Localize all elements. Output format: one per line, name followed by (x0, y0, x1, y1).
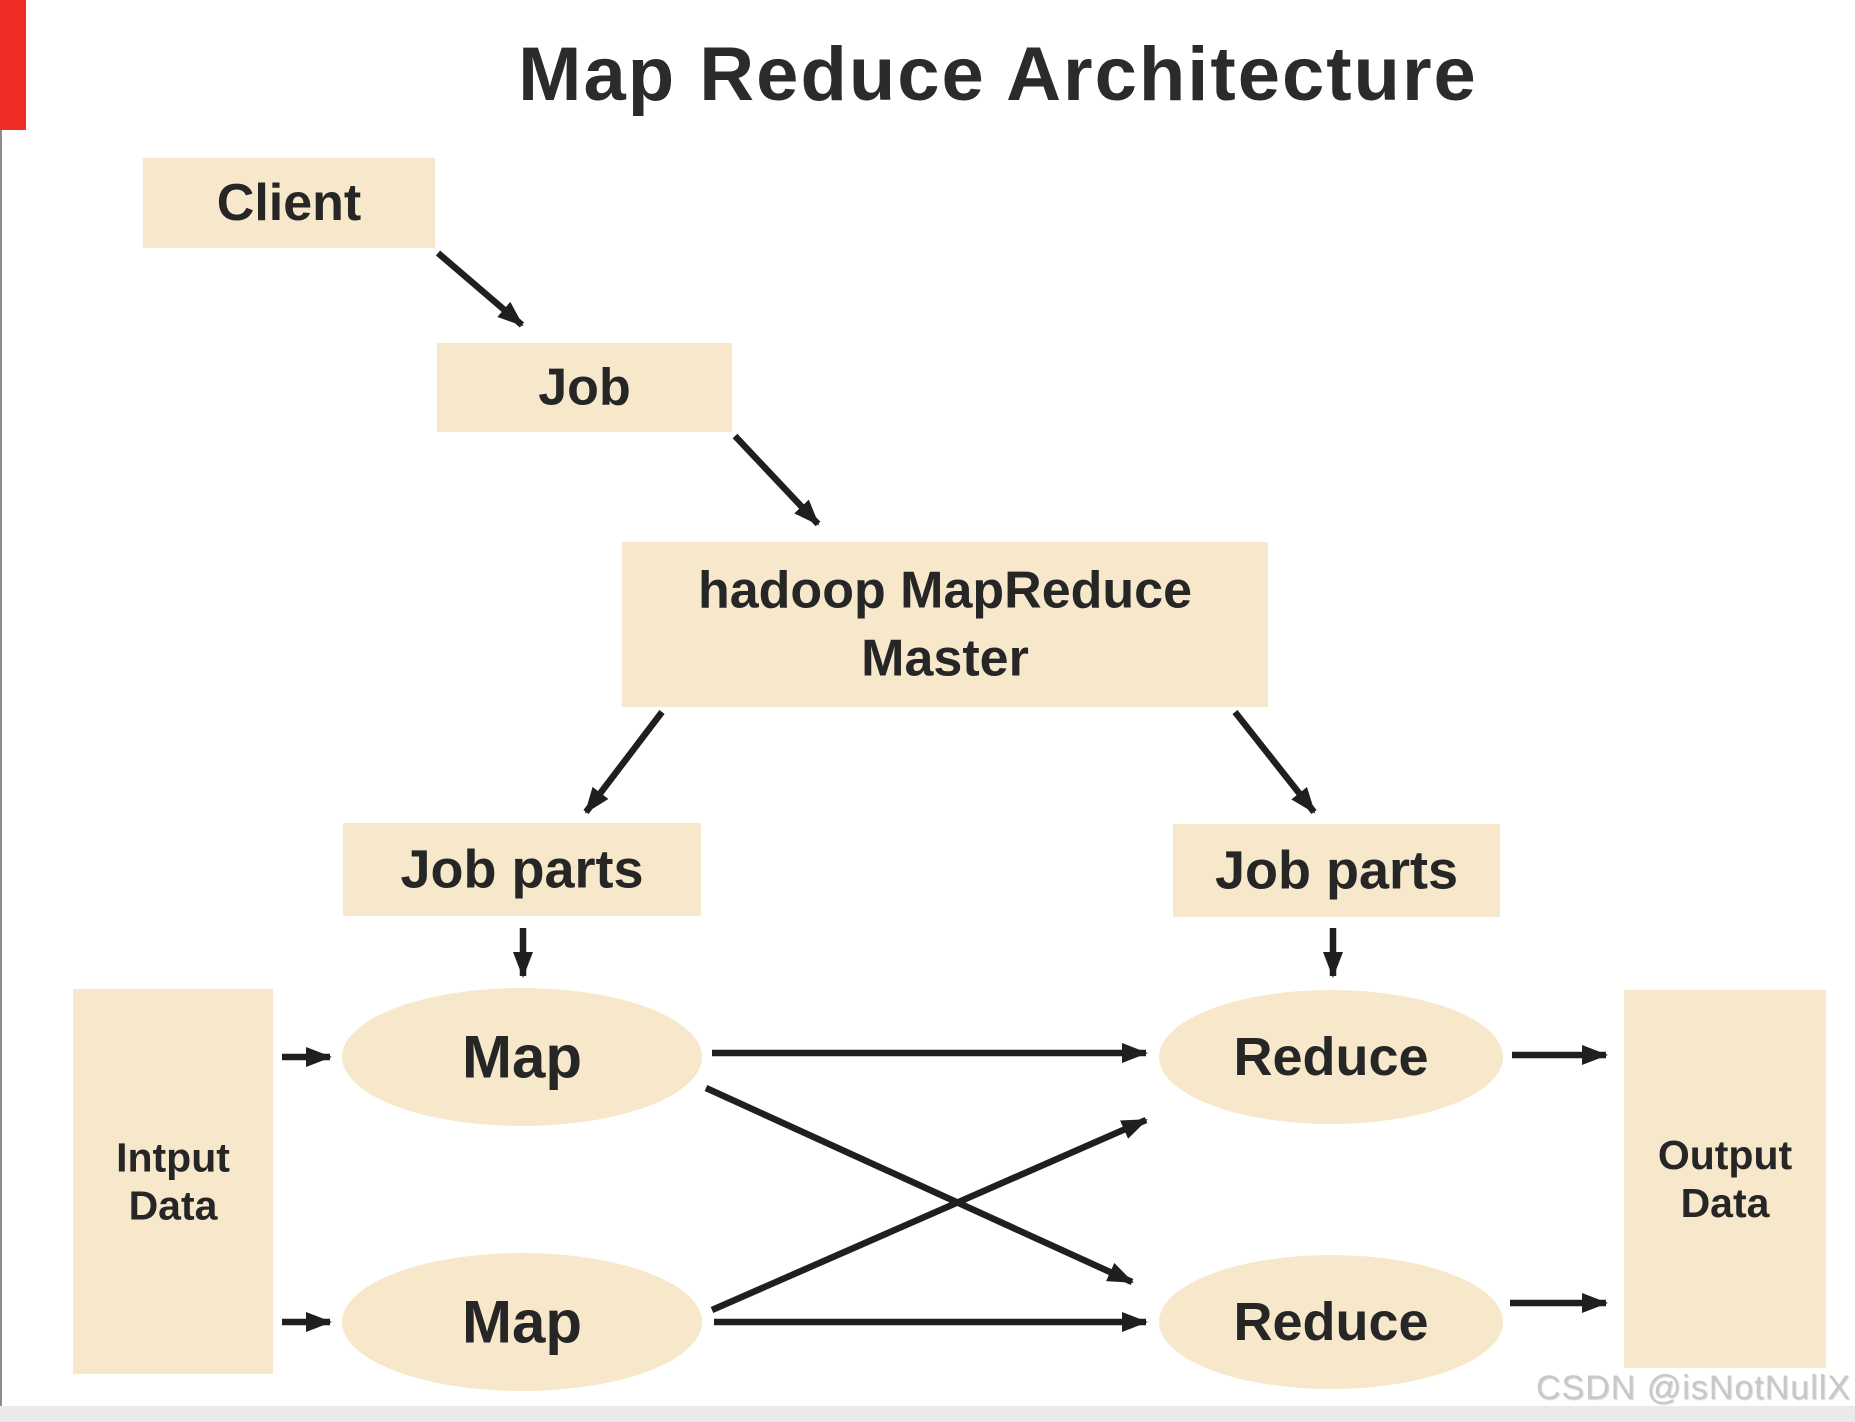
edge-master-to-job-parts-left (583, 710, 665, 814)
edge-client-to-job (435, 250, 525, 328)
node-job-parts-right-box (1173, 824, 1500, 917)
node-reduce-1-box (1159, 990, 1503, 1124)
page-title: Map Reduce Architecture (518, 32, 1478, 117)
edge-job-to-master (732, 433, 821, 527)
node-map-2-box (342, 1253, 702, 1391)
left-edge-line (0, 0, 2, 1422)
edge-map-2-to-reduce-1 (710, 1117, 1148, 1313)
bottom-bar (0, 1406, 1855, 1422)
node-client-label: Client (217, 174, 361, 232)
node-client-box (143, 158, 435, 248)
node-reduce-2-label: Reduce (1233, 1292, 1428, 1352)
diagram-edges (282, 250, 1608, 1332)
csdn-watermark: CSDN @isNotNullX (1536, 1369, 1851, 1407)
node-map-2-label: Map (462, 1289, 582, 1356)
node-map-1-label: Map (462, 1024, 582, 1091)
node-input-data-box (73, 989, 273, 1374)
node-job-parts-left-label: Job parts (400, 840, 643, 900)
node-map-1-box (342, 988, 702, 1126)
edge-map-1-to-reduce-2 (704, 1085, 1134, 1285)
node-output-data-box (1624, 990, 1826, 1368)
node-job-label: Job (538, 359, 630, 417)
node-reduce-2-box (1159, 1255, 1503, 1389)
edge-master-to-job-parts-right (1232, 709, 1317, 815)
node-job-parts-left-box (343, 823, 701, 916)
node-master-box (622, 542, 1268, 707)
red-marker (0, 0, 26, 130)
node-job-box (437, 343, 732, 432)
node-reduce-1-label: Reduce (1233, 1027, 1428, 1087)
node-job-parts-right-label: Job parts (1215, 841, 1458, 901)
